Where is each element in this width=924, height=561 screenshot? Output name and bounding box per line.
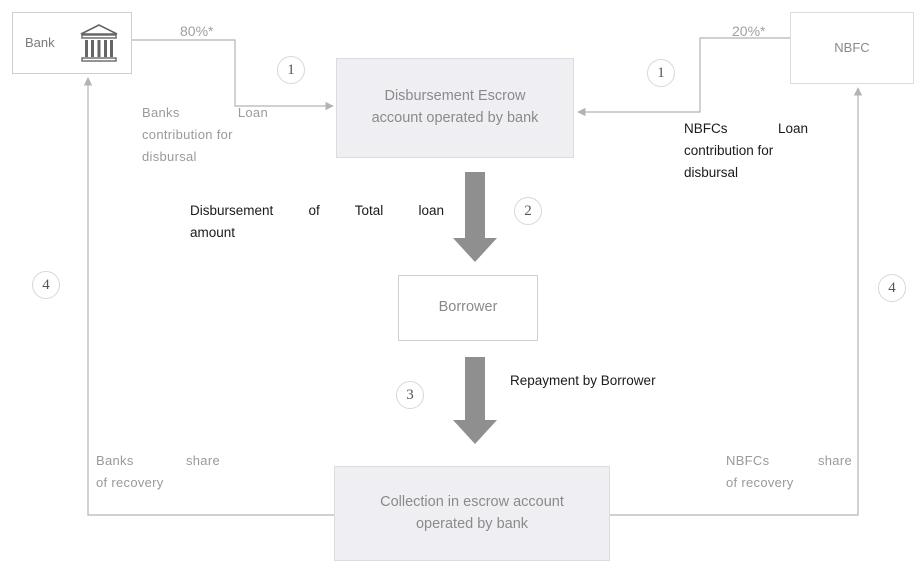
step-4-bank-badge: 4 <box>32 271 60 299</box>
nbfc-label: NBFC <box>834 40 870 56</box>
repayment-label: Repayment by Borrower <box>510 373 656 388</box>
borrower-node: Borrower <box>398 275 538 341</box>
bank-building-icon <box>80 24 118 62</box>
bank-contribution-connector <box>132 39 334 111</box>
step-1-bank-badge: 1 <box>277 56 305 84</box>
step-3-badge: 3 <box>396 381 424 409</box>
collection-escrow-node: Collection in escrow account operated by… <box>334 466 610 561</box>
collection-escrow-label: Collection in escrow account operated by… <box>380 493 564 532</box>
bank-recovery-label: Banks share of recovery <box>96 453 220 490</box>
nbfc-share-percent: 20%* <box>732 23 766 39</box>
disbursement-escrow-label: Disbursement Escrow account operated by … <box>371 88 539 126</box>
repayment-down-arrow <box>453 357 497 444</box>
disbursement-down-arrow <box>453 172 497 262</box>
total-disbursement-label: Disbursement of Total loan amount <box>190 203 444 240</box>
bank-recovery-connector <box>83 77 334 516</box>
borrower-label: Borrower <box>438 299 498 316</box>
bank-contribution-label: Banks Loan contribution for disbursal <box>142 105 268 164</box>
step-1-nbfc-badge: 1 <box>647 59 675 87</box>
bank-label: Bank <box>25 35 55 51</box>
nbfc-contribution-connector <box>577 37 790 117</box>
nbfc-contribution-label: NBFCs Loan contribution for disbursal <box>684 121 808 180</box>
step-2-badge: 2 <box>514 197 542 225</box>
nbfc-recovery-label: NBFCs share of recovery <box>726 453 852 490</box>
bank-node: Bank <box>12 12 132 74</box>
nbfc-recovery-connector <box>610 87 863 516</box>
step-4-nbfc-badge: 4 <box>878 274 906 302</box>
bank-share-percent: 80%* <box>180 23 214 39</box>
disbursement-escrow-node: Disbursement Escrow account operated by … <box>336 58 574 158</box>
nbfc-node: NBFC <box>790 12 914 84</box>
